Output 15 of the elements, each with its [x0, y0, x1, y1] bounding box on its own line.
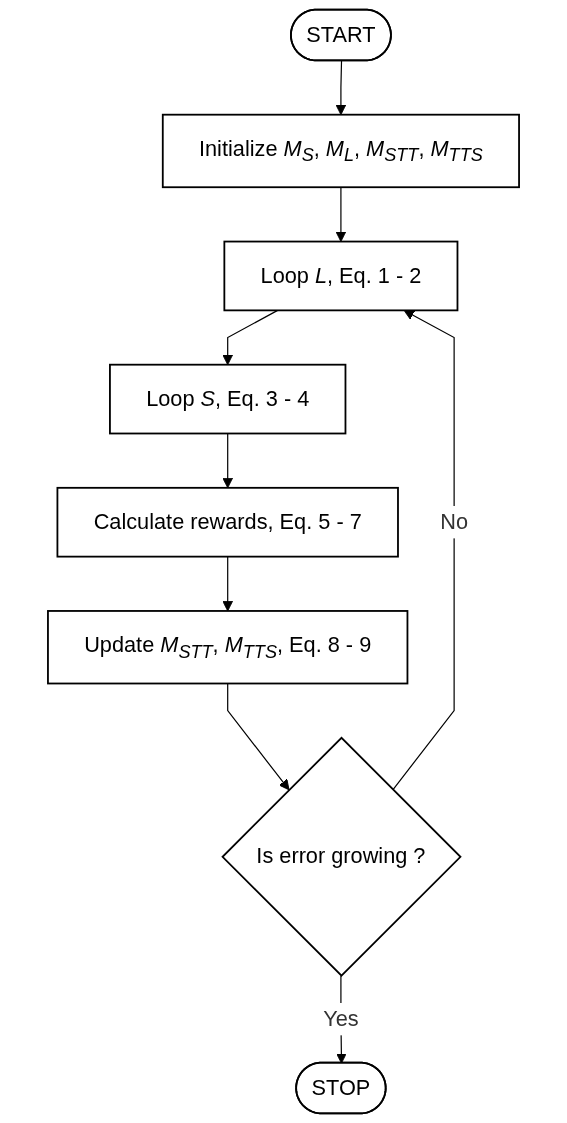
arrow: [227, 682, 290, 791]
node-diamond: Is error growing ?: [221, 736, 462, 977]
arrow: [335, 186, 347, 243]
node-box: Loop L, Eq. 1 - 2: [223, 240, 459, 312]
arrow: [222, 556, 233, 612]
node-box: Initialize M$_{S}$, M$_{L}$, M$_{STT}$, M$_{TTS}$: [161, 113, 520, 189]
arrow: [392, 309, 455, 791]
edge-label: Yes: [323, 1006, 359, 1031]
node-box: Update M$_{STT}$, M$_{TTS}$, Eq. 8 - 9: [47, 610, 409, 685]
arrow: [335, 60, 347, 116]
edge-label: No: [440, 509, 469, 534]
node-box: Loop S, Eq. 3 - 4: [109, 363, 347, 435]
node-box: Calculate rewards, Eq. 5 - 7: [56, 486, 399, 558]
arrow: [222, 309, 279, 366]
arrow: [222, 432, 233, 489]
